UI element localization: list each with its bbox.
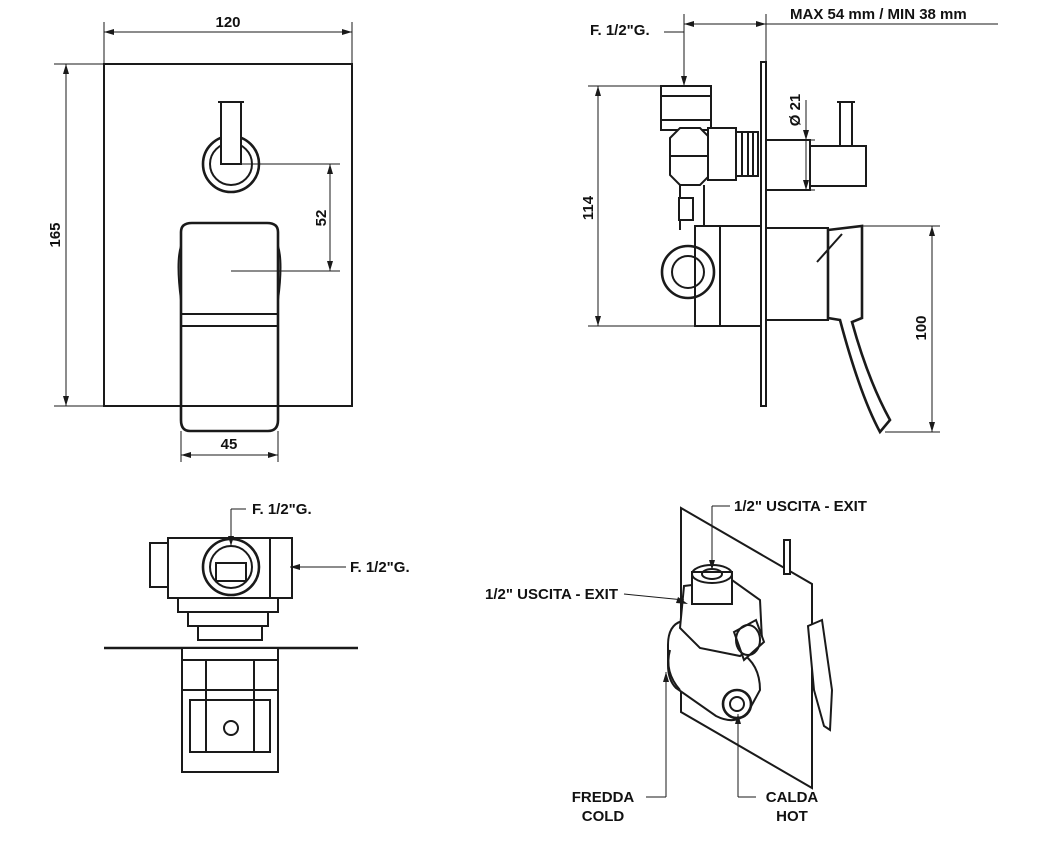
side-lever	[826, 224, 892, 435]
top-view: F. 1/2"G. F. 1/2"G.	[104, 501, 410, 773]
dim-lever-45: 45	[221, 436, 238, 453]
label-thread-top: F. 1/2"G.	[252, 501, 312, 518]
label-cold-en: COLD	[582, 808, 625, 825]
dim-depth: MAX 54 mm / MIN 38 mm	[790, 6, 967, 23]
side-valve-body	[660, 85, 712, 131]
label-hot-en: HOT	[776, 808, 808, 825]
front-lever-body	[179, 221, 280, 433]
front-plate	[103, 63, 353, 407]
label-exit-left: 1/2" USCITA - EXIT	[485, 586, 618, 603]
isometric-view: 1/2" USCITA - EXIT 1/2" USCITA - EXIT FR…	[485, 498, 867, 825]
label-exit-top: 1/2" USCITA - EXIT	[734, 498, 867, 515]
label-thread-side: F. 1/2"G.	[590, 22, 650, 39]
side-view: F. 1/2"G. MAX 54 mm / MIN 38 mm Ø 21 114…	[580, 6, 998, 435]
dim-height-114: 114	[580, 195, 597, 220]
side-lower-outlet	[660, 244, 716, 300]
label-cold-it: FREDDA	[572, 789, 635, 806]
dim-height-100: 100	[913, 315, 930, 340]
dim-height-165: 165	[47, 222, 64, 247]
label-thread-top-side: F. 1/2"G.	[350, 559, 410, 576]
front-view: 120 165 52 45	[47, 14, 353, 462]
label-hot-it: CALDA	[766, 789, 819, 806]
dim-offset-52: 52	[313, 210, 330, 227]
dim-diameter-21: Ø 21	[787, 94, 804, 127]
dim-width-120: 120	[215, 14, 240, 31]
